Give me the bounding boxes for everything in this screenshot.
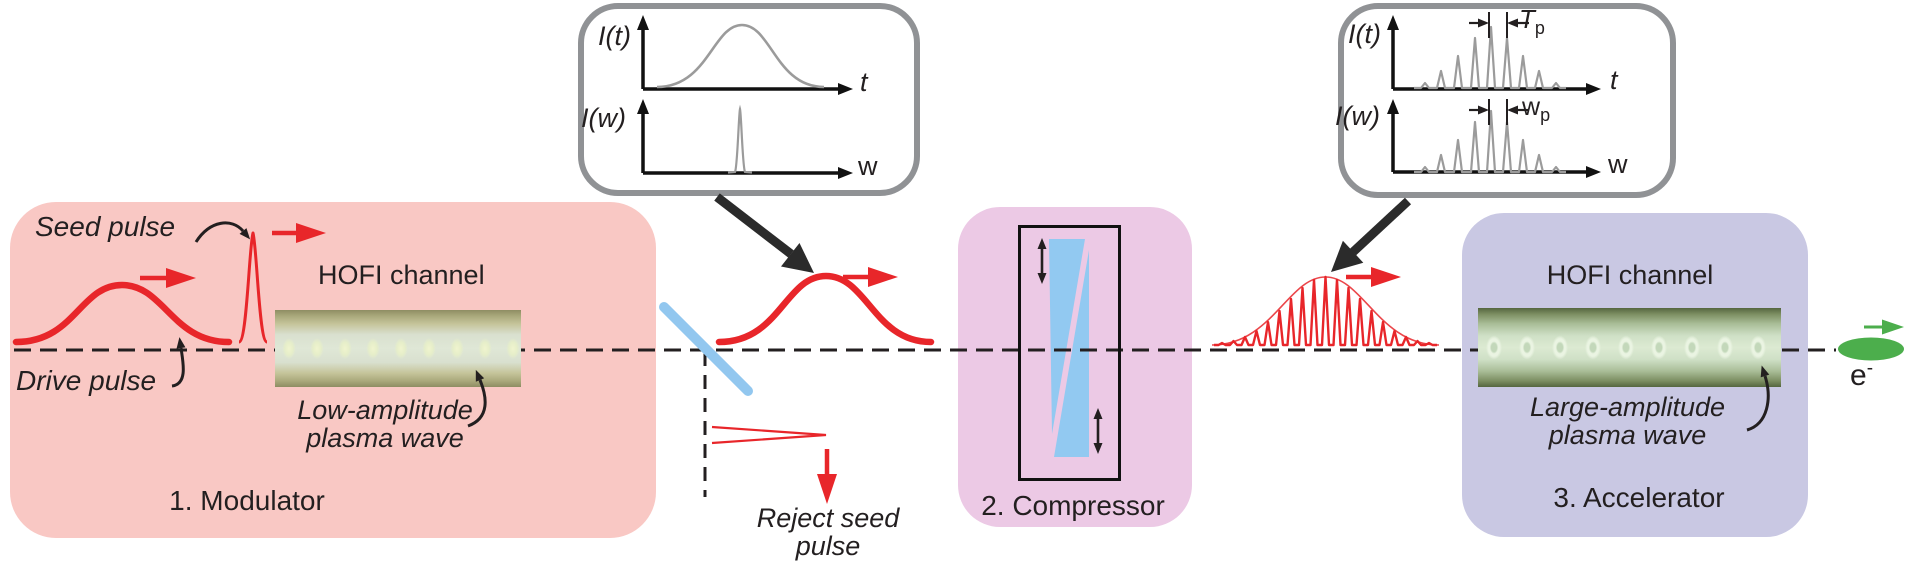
modulator-hofi-channel-image (275, 310, 521, 387)
large-amplitude-line2: plasma wave (1548, 420, 1707, 451)
inset2-bottom-xlabel: w (1608, 149, 1628, 179)
inset2-top-ylabel: I(t) (1348, 19, 1381, 49)
accelerator-title: 3. Accelerator (1553, 482, 1725, 513)
spectral-symbol: w (1522, 93, 1541, 121)
reject-seed-pulse-label: Reject seed pulse (728, 504, 928, 561)
pulse-period-label: Tp (1519, 4, 1545, 39)
period-subscript: p (1534, 18, 1545, 39)
reject-seed-line1: Reject seed (756, 503, 900, 533)
reject-seed-line2: pulse (795, 531, 861, 562)
accelerator-hofi-channel-label: HOFI channel (1546, 260, 1714, 290)
inset1-callout-arrow-icon (714, 193, 814, 273)
modulator-hofi-channel-label: HOFI channel (318, 260, 485, 290)
electron-charge-sign: - (1866, 358, 1874, 379)
inset1-top-xlabel: t (860, 67, 868, 97)
period-symbol: T (1519, 4, 1535, 34)
pulse-train-curve (1214, 275, 1437, 347)
modulated-drive-pulse-curve (715, 272, 935, 346)
beamsplitter-mirror (659, 302, 753, 396)
electron-label: e- (1850, 358, 1874, 392)
low-amplitude-plasma-wave-label: Low-amplitude plasma wave (270, 396, 500, 453)
inset1-top-ylabel: I(t) (598, 21, 631, 51)
low-amplitude-line2: plasma wave (306, 423, 464, 454)
large-amplitude-line1: Large-amplitude (1529, 392, 1726, 422)
spectral-subscript: p (1540, 105, 1551, 125)
inset2-callout-arrow-icon (1331, 197, 1412, 272)
drive-pulse-label: Drive pulse (16, 365, 157, 396)
rejected-seed-pulse-curve (711, 425, 827, 445)
compressor-grating-frame (1018, 225, 1121, 481)
pulse-train-envelope-curve (1211, 276, 1440, 346)
large-amplitude-plasma-wave-label: Large-amplitude plasma wave (1510, 393, 1745, 450)
inset2-bottom-ylabel: I(w) (1335, 101, 1380, 131)
compressor-title: 2. Compressor (981, 490, 1165, 521)
modulator-title: 1. Modulator (169, 485, 325, 516)
accelerator-hofi-channel-image (1478, 308, 1781, 387)
seed-pulse-label: Seed pulse (35, 211, 176, 242)
electron-symbol: e (1850, 359, 1867, 392)
inset2-top-xlabel: t (1610, 65, 1618, 95)
inset1-bottom-xlabel: w (858, 151, 878, 181)
spectral-spacing-label: wp (1522, 93, 1551, 125)
low-amplitude-line1: Low-amplitude (297, 395, 473, 425)
inset1-bottom-ylabel: I(w) (581, 103, 626, 133)
